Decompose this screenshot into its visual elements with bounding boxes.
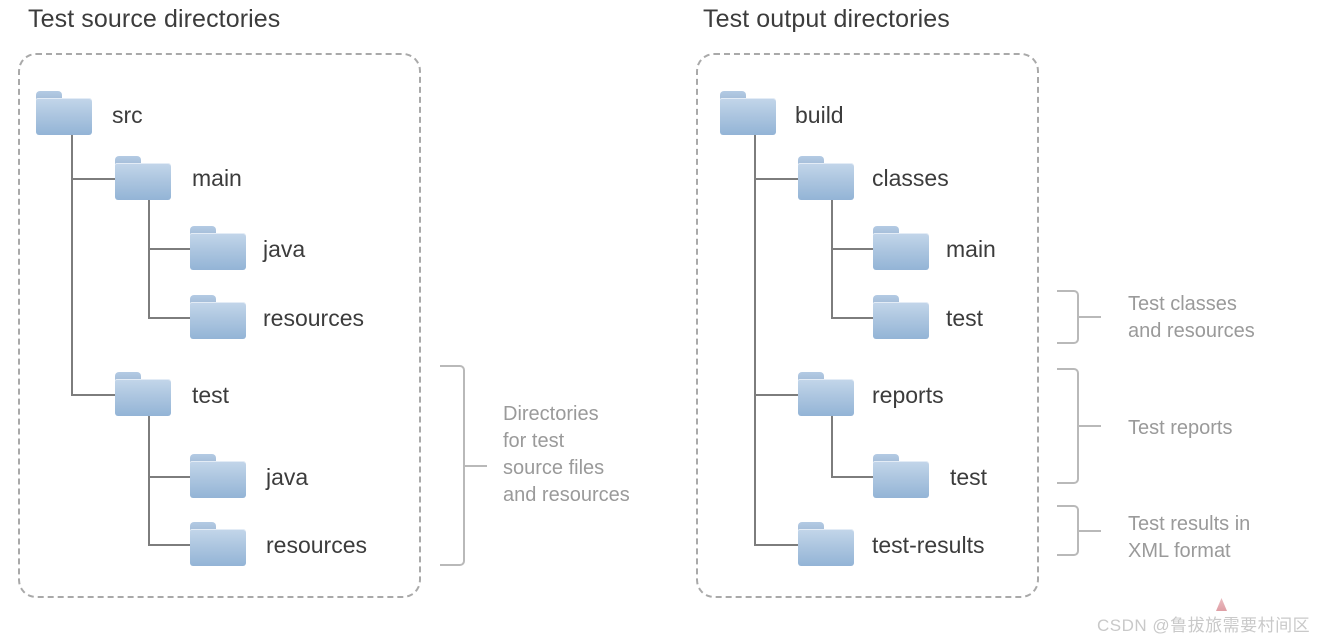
folder-icon-reports [798, 372, 854, 416]
node-label-classes-test: test [946, 305, 984, 331]
node-label-src: src [112, 102, 143, 128]
tree-line-classes-trunk [831, 200, 833, 318]
node-label-test-resources: resources [266, 532, 367, 558]
annotation-stem-right-1 [1079, 316, 1101, 318]
folder-tab [720, 91, 746, 100]
folder-body [36, 98, 92, 135]
folder-icon-test-results [798, 522, 854, 566]
annotation-bracket-right-2 [1057, 368, 1079, 484]
folder-icon-test-java [190, 454, 246, 498]
folder-tab [798, 156, 824, 165]
tree-line-main-java [148, 248, 190, 250]
node-label-main-java: java [263, 236, 306, 262]
folder-tab [190, 454, 216, 463]
folder-tab [873, 454, 899, 463]
folder-body [798, 379, 854, 416]
tree-line-main-trunk [148, 200, 150, 318]
folder-icon-main [115, 156, 171, 200]
folder-body [115, 379, 171, 416]
right-panel-title: Test output directories [703, 5, 950, 33]
tree-line-build-test-results [754, 544, 798, 546]
tree-line-main-resources [148, 317, 190, 319]
tree-line-build-trunk [754, 135, 756, 546]
node-label-test-results: test-results [872, 532, 985, 558]
folder-icon-src [36, 91, 92, 135]
folder-body [190, 461, 246, 498]
folder-icon-classes-main [873, 226, 929, 270]
folder-body [798, 163, 854, 200]
folder-body [115, 163, 171, 200]
tree-line-src-trunk [71, 135, 73, 396]
node-label-classes-main: main [946, 236, 996, 262]
folder-tab [115, 372, 141, 381]
annotation-bracket-left-1 [440, 365, 465, 566]
folder-body [873, 302, 929, 339]
folder-icon-main-resources [190, 295, 246, 339]
folder-icon-build [720, 91, 776, 135]
folder-tab [190, 226, 216, 235]
folder-tab [798, 372, 824, 381]
folder-tab [36, 91, 62, 100]
tree-line-build-reports [754, 394, 798, 396]
tree-line-test-java [148, 476, 190, 478]
folder-icon-test-resources [190, 522, 246, 566]
node-label-build: build [795, 102, 844, 128]
node-label-reports-test: test [950, 464, 988, 490]
annotation-label-test-source-dirs: Directories for test source files and re… [503, 403, 630, 506]
annotation-label-test-classes: Test classes and resources [1128, 293, 1255, 342]
tree-line-src-main [71, 178, 115, 180]
tree-line-test-resources [148, 544, 190, 546]
watermark-mark-icon [1216, 598, 1227, 611]
folder-tab [873, 226, 899, 235]
annotation-bracket-right-1 [1057, 290, 1079, 344]
left-panel-box [18, 53, 421, 598]
node-label-test-java: java [266, 464, 309, 490]
annotation-label-test-results-xml: Test results in XML format [1128, 513, 1251, 562]
folder-icon-classes [798, 156, 854, 200]
node-label-reports: reports [872, 382, 944, 408]
folder-icon-main-java [190, 226, 246, 270]
node-label-main-resources: resources [263, 305, 364, 331]
folder-tab [873, 295, 899, 304]
folder-tab [190, 522, 216, 531]
node-label-test: test [192, 382, 230, 408]
tree-line-reports-test [831, 476, 873, 478]
folder-icon-test [115, 372, 171, 416]
folder-tab [115, 156, 141, 165]
left-panel-title: Test source directories [28, 5, 281, 33]
folder-icon-classes-test [873, 295, 929, 339]
annotation-bracket-right-3 [1057, 505, 1079, 556]
folder-tab [190, 295, 216, 304]
folder-body [190, 233, 246, 270]
tree-line-classes-main [831, 248, 873, 250]
node-label-main: main [192, 165, 242, 191]
right-panel-box [696, 53, 1039, 598]
folder-icon-reports-test [873, 454, 929, 498]
watermark-text: CSDN @鲁拔旅需要村间区 [1097, 616, 1311, 635]
folder-body [190, 302, 246, 339]
tree-line-src-test [71, 394, 115, 396]
folder-body [873, 461, 929, 498]
tree-line-classes-test [831, 317, 873, 319]
folder-body [720, 98, 776, 135]
tree-line-reports-trunk [831, 416, 833, 477]
folder-body [798, 529, 854, 566]
folder-tab [798, 522, 824, 531]
folder-body [873, 233, 929, 270]
folder-body [190, 529, 246, 566]
annotation-stem-right-2 [1079, 425, 1101, 427]
annotation-label-test-reports: Test reports [1128, 417, 1233, 439]
annotation-stem-left-1 [465, 465, 487, 467]
tree-line-test-trunk [148, 416, 150, 545]
tree-line-build-classes [754, 178, 798, 180]
annotation-stem-right-3 [1079, 530, 1101, 532]
node-label-classes: classes [872, 165, 949, 191]
